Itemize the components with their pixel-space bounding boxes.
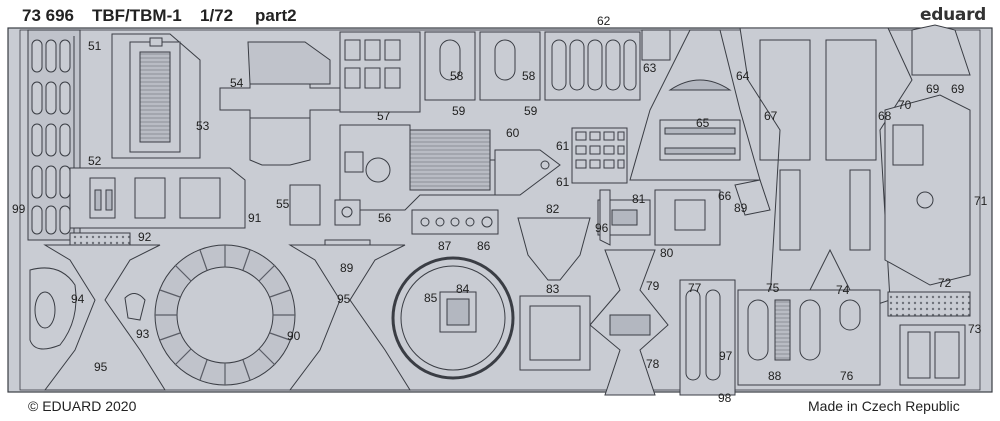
copyright-text: © EDUARD 2020 xyxy=(28,398,137,414)
origin-text: Made in Czech Republic xyxy=(808,398,960,414)
part-label: 53 xyxy=(196,119,210,133)
part-label: 69 xyxy=(951,82,965,96)
part-label: 66 xyxy=(718,189,732,203)
part-label: 87 xyxy=(438,239,452,253)
part-label: 83 xyxy=(546,282,560,296)
part-72 xyxy=(887,291,971,317)
sheet-label: part2 xyxy=(255,6,297,25)
part-label: 71 xyxy=(974,194,988,208)
scale-label: 1/72 xyxy=(200,6,234,25)
part-77-98 xyxy=(679,279,736,396)
part-label: 89 xyxy=(734,201,748,215)
part-90-engine xyxy=(154,244,296,386)
part-label: 58 xyxy=(450,69,464,83)
part-label: 51 xyxy=(88,39,102,53)
part-label: 59 xyxy=(452,104,466,118)
part-label: 67 xyxy=(764,109,778,123)
part-label: 80 xyxy=(660,246,674,260)
part-54 xyxy=(219,41,341,166)
part-label: 96 xyxy=(595,221,609,235)
part-93 xyxy=(124,293,146,321)
part-73 xyxy=(899,324,966,386)
part-58-59 xyxy=(339,29,671,113)
part-label: 98 xyxy=(718,391,732,405)
part-69 xyxy=(911,24,971,76)
part-label: 88 xyxy=(768,369,782,383)
brand-logo: eduard xyxy=(920,5,987,25)
part-label: 82 xyxy=(546,202,560,216)
part-95-right xyxy=(288,244,411,391)
part-label: 62 xyxy=(597,14,611,28)
part-61 xyxy=(571,127,628,184)
part-80-81 xyxy=(597,189,721,246)
part-60 xyxy=(494,149,561,196)
part-label: 99 xyxy=(12,202,26,216)
part-label: 65 xyxy=(696,116,710,130)
part-86-87 xyxy=(411,209,499,235)
part-label: 54 xyxy=(230,76,244,90)
part-label: 63 xyxy=(643,61,657,75)
model-name: TBF/TBM-1 xyxy=(92,6,182,25)
part-label: 78 xyxy=(646,357,660,371)
part-70 xyxy=(884,94,971,286)
part-label: 92 xyxy=(138,230,152,244)
part-label: 59 xyxy=(524,104,538,118)
part-label: 90 xyxy=(287,329,301,343)
part-label: 64 xyxy=(736,69,750,83)
part-label: 81 xyxy=(632,192,646,206)
part-83 xyxy=(519,295,591,371)
part-label: 58 xyxy=(522,69,536,83)
part-label: 94 xyxy=(71,292,85,306)
part-label: 55 xyxy=(276,197,290,211)
part-53 xyxy=(111,33,201,159)
part-label: 85 xyxy=(424,291,438,305)
part-label: 69 xyxy=(926,82,940,96)
part-label: 95 xyxy=(337,292,351,306)
part-label: 75 xyxy=(766,281,780,295)
part-55-56 xyxy=(289,184,361,226)
catalog-number: 73 696 xyxy=(22,6,74,25)
part-label: 93 xyxy=(136,327,150,341)
part-label: 68 xyxy=(878,109,892,123)
part-91 xyxy=(69,167,246,229)
part-label: 97 xyxy=(719,349,733,363)
part-label: 52 xyxy=(88,154,102,168)
part-label: 84 xyxy=(456,282,470,296)
part-57 xyxy=(339,124,501,211)
part-label: 89 xyxy=(340,261,354,275)
part-label: 86 xyxy=(477,239,491,253)
part-label: 95 xyxy=(94,360,108,374)
part-label: 72 xyxy=(938,276,952,290)
part-label: 61 xyxy=(556,139,570,153)
part-label: 76 xyxy=(840,369,854,383)
part-label: 79 xyxy=(646,279,660,293)
part-94 xyxy=(29,267,77,350)
part-74-76 xyxy=(737,289,881,386)
part-label: 73 xyxy=(968,322,982,336)
part-label: 60 xyxy=(506,126,520,140)
part-96 xyxy=(599,189,611,246)
part-label: 91 xyxy=(248,211,262,225)
part-label: 70 xyxy=(898,98,912,112)
part-label: 61 xyxy=(556,175,570,189)
part-label: 74 xyxy=(836,283,850,297)
part-78-79 xyxy=(589,249,669,396)
part-label: 77 xyxy=(688,281,702,295)
part-95-left xyxy=(43,244,166,391)
part-82 xyxy=(517,217,591,281)
part-84-85 xyxy=(391,256,515,380)
part-67 xyxy=(739,27,913,311)
part-label: 57 xyxy=(377,109,391,123)
part-label: 56 xyxy=(378,211,392,225)
